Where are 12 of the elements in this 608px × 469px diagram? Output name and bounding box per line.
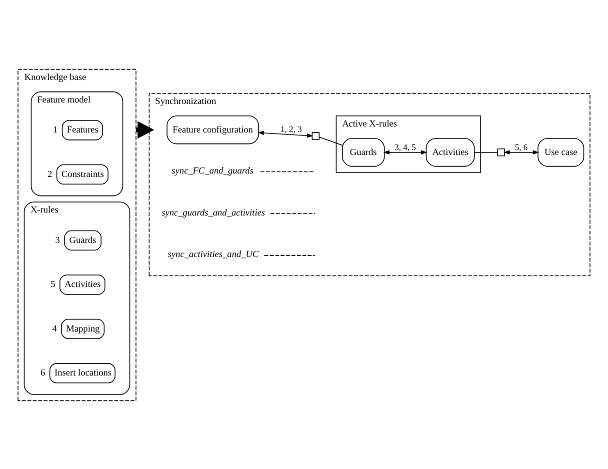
node-label: 3 xyxy=(55,235,60,246)
node-label: 2 xyxy=(48,169,52,180)
node-label: 1 xyxy=(52,125,58,136)
node-text: sync_guards_and_activities xyxy=(162,208,266,218)
edge-label: 1, 2, 3 xyxy=(280,124,302,134)
node-text: sync_activities_and_UC xyxy=(168,250,259,260)
edge-label: 3, 4, 5 xyxy=(394,141,416,152)
node-label: 5 xyxy=(50,280,56,290)
node-text: sync_FC_and_guards xyxy=(172,166,254,176)
edge-label: 5, 6 xyxy=(514,141,528,152)
node-label: 6 xyxy=(40,368,46,378)
node-label: 4 xyxy=(52,324,57,334)
